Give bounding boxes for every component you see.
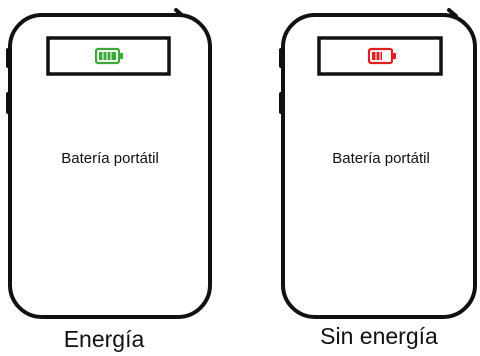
battery-low-icon xyxy=(367,47,396,65)
device-body xyxy=(281,13,477,319)
device-body xyxy=(8,13,212,319)
caption-energy: Energía xyxy=(63,326,145,352)
antenna-tip xyxy=(447,8,458,18)
device-charged xyxy=(6,8,212,319)
device-label: Batería portátil xyxy=(332,150,430,167)
device-no-power xyxy=(279,8,477,319)
battery-full-icon xyxy=(94,47,123,65)
caption-no-energy: Sin energía xyxy=(320,323,438,349)
device-label: Batería portátil xyxy=(61,150,159,167)
